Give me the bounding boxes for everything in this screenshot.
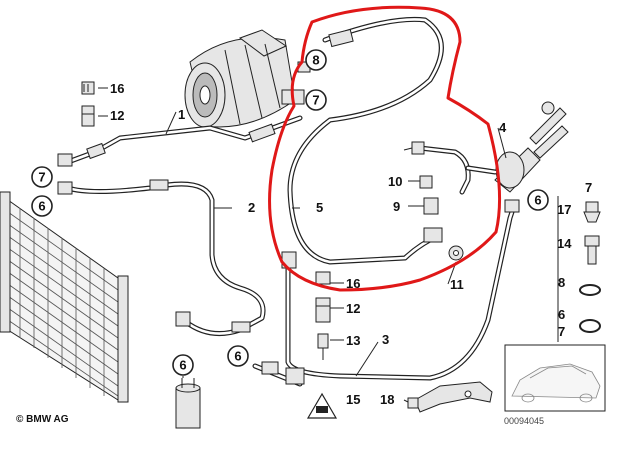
label-12-top: 12 xyxy=(110,108,124,123)
label-16-mid: 16 xyxy=(346,276,360,291)
label-14: 14 xyxy=(557,236,572,251)
warning-label xyxy=(306,392,338,419)
label-3: 3 xyxy=(382,332,389,347)
receiver-dryer xyxy=(175,378,201,429)
callout-6-left: 6 xyxy=(31,195,53,217)
label-8-side: 8 xyxy=(558,275,565,290)
valve-12-top xyxy=(81,105,95,127)
svg-text:7: 7 xyxy=(312,93,319,108)
cap-16-top xyxy=(81,81,95,95)
highlight-outline xyxy=(268,5,502,292)
label-16-top: 16 xyxy=(110,81,124,96)
label-9: 9 xyxy=(393,199,400,214)
label-1: 1 xyxy=(178,107,185,122)
part-6-7-shape xyxy=(579,319,601,333)
label-13: 13 xyxy=(346,333,360,348)
label-10: 10 xyxy=(388,174,402,189)
part-14-shape xyxy=(584,235,600,265)
label-15: 15 xyxy=(346,392,360,407)
seal-11 xyxy=(448,245,464,261)
callout-8: 8 xyxy=(305,49,327,71)
car-thumbnail xyxy=(504,344,606,412)
expansion-valve xyxy=(494,101,569,193)
compressor xyxy=(184,29,311,128)
svg-text:6: 6 xyxy=(234,349,241,364)
svg-text:7: 7 xyxy=(38,170,45,185)
condenser xyxy=(0,191,129,403)
callout-6-right: 6 xyxy=(527,189,549,211)
svg-text:6: 6 xyxy=(179,358,186,373)
valve-12-mid xyxy=(315,297,331,323)
callout-6-lower: 6 xyxy=(227,345,249,367)
label-6-side: 6 xyxy=(558,307,565,322)
label-2: 2 xyxy=(248,200,255,215)
label-11: 11 xyxy=(450,277,464,292)
svg-text:6: 6 xyxy=(534,193,541,208)
label-7-right: 7 xyxy=(585,180,592,195)
svg-text:8: 8 xyxy=(312,53,319,68)
part-17-shape xyxy=(583,201,601,223)
svg-text:6: 6 xyxy=(38,199,45,214)
label-7-side: 7 xyxy=(558,324,565,339)
valve-core-13 xyxy=(317,333,329,360)
copyright-text: © BMW AG xyxy=(16,414,69,425)
reference-number: 00094045 xyxy=(504,416,545,426)
callout-7-top: 7 xyxy=(305,89,327,111)
label-18: 18 xyxy=(380,392,394,407)
label-12-mid: 12 xyxy=(346,301,360,316)
side-parts-panel xyxy=(557,196,601,342)
bracket xyxy=(407,381,493,413)
cap-16-mid xyxy=(315,271,331,285)
callout-6-dryer: 6 xyxy=(172,354,194,376)
callout-7-left: 7 xyxy=(31,166,53,188)
oring-10 xyxy=(419,175,433,189)
part-labels: 16 12 1 7 4 10 9 5 11 17 14 8 6 7 2 16 1… xyxy=(110,81,592,407)
service-valve-small xyxy=(403,141,425,155)
label-5: 5 xyxy=(316,200,323,215)
part-8-shape xyxy=(579,284,601,296)
label-4: 4 xyxy=(499,120,507,135)
label-17: 17 xyxy=(557,202,571,217)
oring-9 xyxy=(423,197,439,215)
